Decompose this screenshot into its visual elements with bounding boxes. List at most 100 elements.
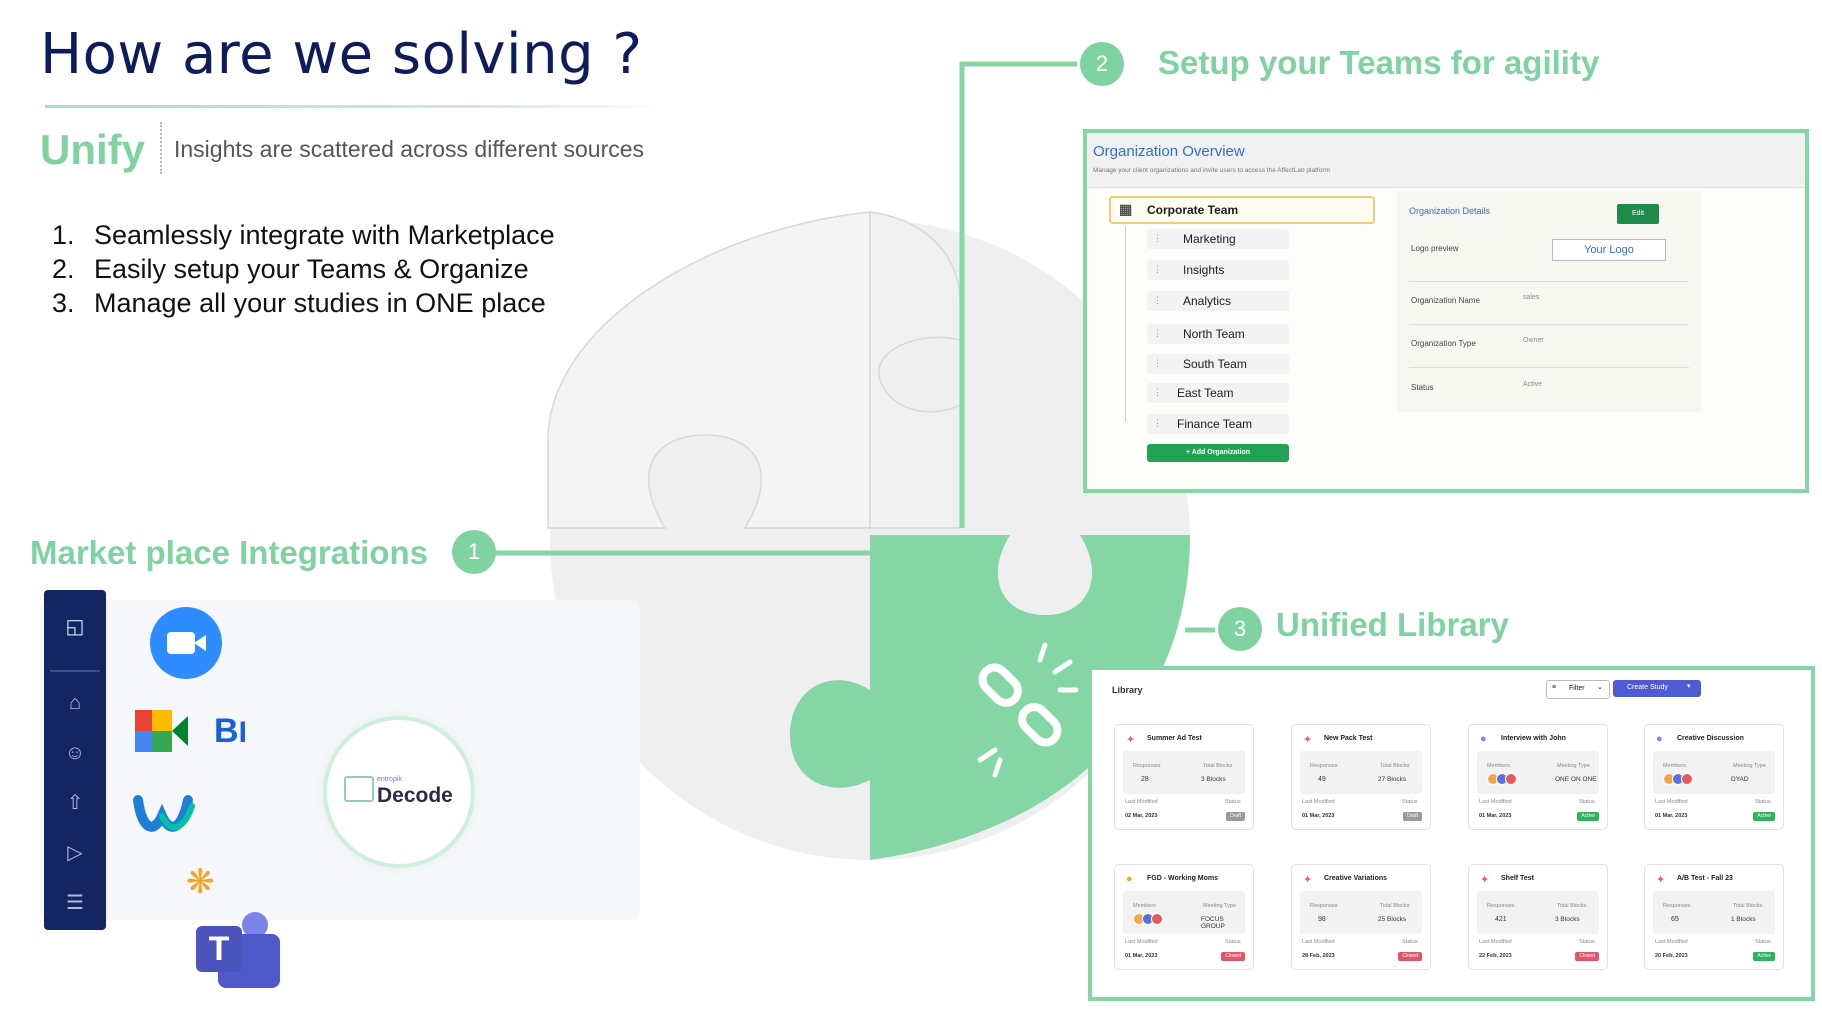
decode-badge[interactable]: entropik Decode bbox=[327, 720, 471, 864]
video-icon[interactable]: ▷ bbox=[67, 842, 83, 864]
puzzle-top-left-piece bbox=[547, 211, 871, 529]
status-label: Status bbox=[1402, 939, 1418, 945]
step-number: 1. bbox=[52, 220, 75, 250]
study-type-icon: ● bbox=[1126, 873, 1133, 885]
study-name: Shelf Test bbox=[1501, 875, 1534, 882]
filter-button[interactable]: ≡ Filter ⌄ bbox=[1546, 680, 1610, 699]
stat-2-label: Meeting Type bbox=[1733, 763, 1766, 769]
marketplace-callout-label: Market place Integrations bbox=[30, 534, 428, 571]
tree-root[interactable]: ▦ Corporate Team bbox=[1109, 196, 1375, 224]
stack-icon[interactable]: ☰ bbox=[66, 892, 84, 914]
details-divider bbox=[1409, 367, 1689, 368]
org-type-value: Owner bbox=[1523, 337, 1544, 344]
edit-button[interactable]: Edit bbox=[1617, 204, 1659, 224]
stat-2-value: 3 Blocks bbox=[1555, 916, 1580, 923]
decode-name: Decode bbox=[377, 784, 453, 807]
users-icon[interactable]: ☺ bbox=[64, 742, 86, 764]
drag-handle-icon: ⋮ bbox=[1153, 295, 1162, 305]
stat-1-label: Members bbox=[1663, 763, 1686, 769]
library-title: Library bbox=[1112, 685, 1143, 695]
filter-icon: ≡ bbox=[1552, 684, 1557, 691]
status-label: Status bbox=[1225, 939, 1241, 945]
asterisk-icon[interactable]: ❋ bbox=[186, 863, 215, 901]
unify-description: Insights are scattered across different … bbox=[174, 136, 645, 162]
google-meet-icon[interactable] bbox=[135, 710, 188, 752]
marketplace-callout-badge: 1 bbox=[452, 530, 496, 574]
library-callout-label: Unified Library bbox=[1276, 606, 1509, 643]
stat-1-label: Responses bbox=[1487, 903, 1515, 909]
webex-icon[interactable] bbox=[132, 790, 202, 840]
status-label: Status bbox=[1402, 799, 1418, 805]
tree-item-east-team[interactable]: ⋮East Team bbox=[1147, 383, 1289, 403]
study-name: Creative Variations bbox=[1324, 875, 1388, 882]
bluejeans-icon[interactable]: BI bbox=[214, 712, 247, 750]
study-name: Summer Ad Test bbox=[1147, 735, 1202, 742]
create-study-button[interactable]: Create Study ▾ bbox=[1613, 680, 1701, 697]
stat-1-label: Responses bbox=[1310, 763, 1338, 769]
stat-1-value: 65 bbox=[1671, 916, 1679, 923]
add-organization-button[interactable]: + Add Organization bbox=[1147, 444, 1289, 462]
study-name: New Pack Test bbox=[1324, 735, 1373, 742]
last-modified-label: Last Modified bbox=[1302, 799, 1335, 805]
last-modified-value: 01 Mar, 2023 bbox=[1302, 813, 1335, 819]
building-icon: ▦ bbox=[1119, 201, 1133, 217]
status-badge: Active bbox=[1753, 812, 1775, 821]
step-item: 2.Easily setup your Teams & Organize bbox=[52, 252, 555, 286]
upload-icon[interactable]: ⇧ bbox=[66, 792, 84, 814]
stat-2-value: FOCUS GROUP bbox=[1201, 916, 1225, 930]
stat-1-label: Responses bbox=[1663, 903, 1691, 909]
status-label: Status bbox=[1755, 939, 1771, 945]
teams-callout-badge: 2 bbox=[1080, 42, 1124, 86]
status-label: Status bbox=[1755, 799, 1771, 805]
create-study-label: Create Study bbox=[1627, 684, 1668, 691]
last-modified-value: 01 Mar, 2023 bbox=[1125, 953, 1158, 959]
stat-2-label: Meeting Type bbox=[1557, 763, 1590, 769]
filter-label: Filter bbox=[1569, 685, 1585, 692]
tree-item-label: Insights bbox=[1183, 263, 1225, 277]
teams-icon[interactable]: T bbox=[196, 912, 284, 992]
entropik-logo-icon[interactable]: ◱ bbox=[65, 616, 85, 638]
step-item: 3.Manage all your studies in ONE place bbox=[52, 286, 555, 320]
tree-item-south-team[interactable]: ⋮South Team bbox=[1147, 354, 1289, 374]
home-icon[interactable]: ⌂ bbox=[68, 692, 82, 714]
org-name-value: sales bbox=[1523, 294, 1540, 301]
org-title: Organization Overview bbox=[1093, 143, 1245, 160]
study-type-icon: ✦ bbox=[1126, 734, 1136, 746]
study-type-icon: ● bbox=[1480, 733, 1487, 745]
stat-1-value: 421 bbox=[1495, 916, 1507, 923]
last-modified-value: 22 Feb, 2023 bbox=[1479, 953, 1512, 959]
sidebar-divider bbox=[50, 670, 100, 672]
last-modified-label: Last Modified bbox=[1479, 799, 1512, 805]
title-divider bbox=[45, 105, 665, 108]
tree-item-marketing[interactable]: ⋮Marketing bbox=[1147, 229, 1289, 249]
last-modified-label: Last Modified bbox=[1655, 939, 1688, 945]
status-label: Status bbox=[1225, 799, 1241, 805]
study-type-icon: ✦ bbox=[1656, 874, 1666, 886]
members-avatars bbox=[1487, 773, 1517, 787]
step-text: Manage all your studies in ONE place bbox=[94, 288, 546, 318]
stat-2-label: Meeting Type bbox=[1203, 903, 1236, 909]
stat-1-value: 28 bbox=[1141, 776, 1149, 783]
logo-preview: Your Logo bbox=[1552, 239, 1666, 261]
connector-line-2 bbox=[959, 61, 1077, 528]
unify-label: Unify bbox=[40, 126, 145, 173]
tree-item-finance-team[interactable]: ⋮Finance Team bbox=[1147, 414, 1289, 434]
stat-1-value: 98 bbox=[1318, 916, 1326, 923]
tree-item-north-team[interactable]: ⋮North Team bbox=[1147, 324, 1289, 344]
zoom-icon[interactable] bbox=[150, 607, 222, 679]
stat-1-value: 49 bbox=[1318, 776, 1326, 783]
tree-item-insights[interactable]: ⋮Insights bbox=[1147, 260, 1289, 280]
tree-item-analytics[interactable]: ⋮Analytics bbox=[1147, 291, 1289, 311]
